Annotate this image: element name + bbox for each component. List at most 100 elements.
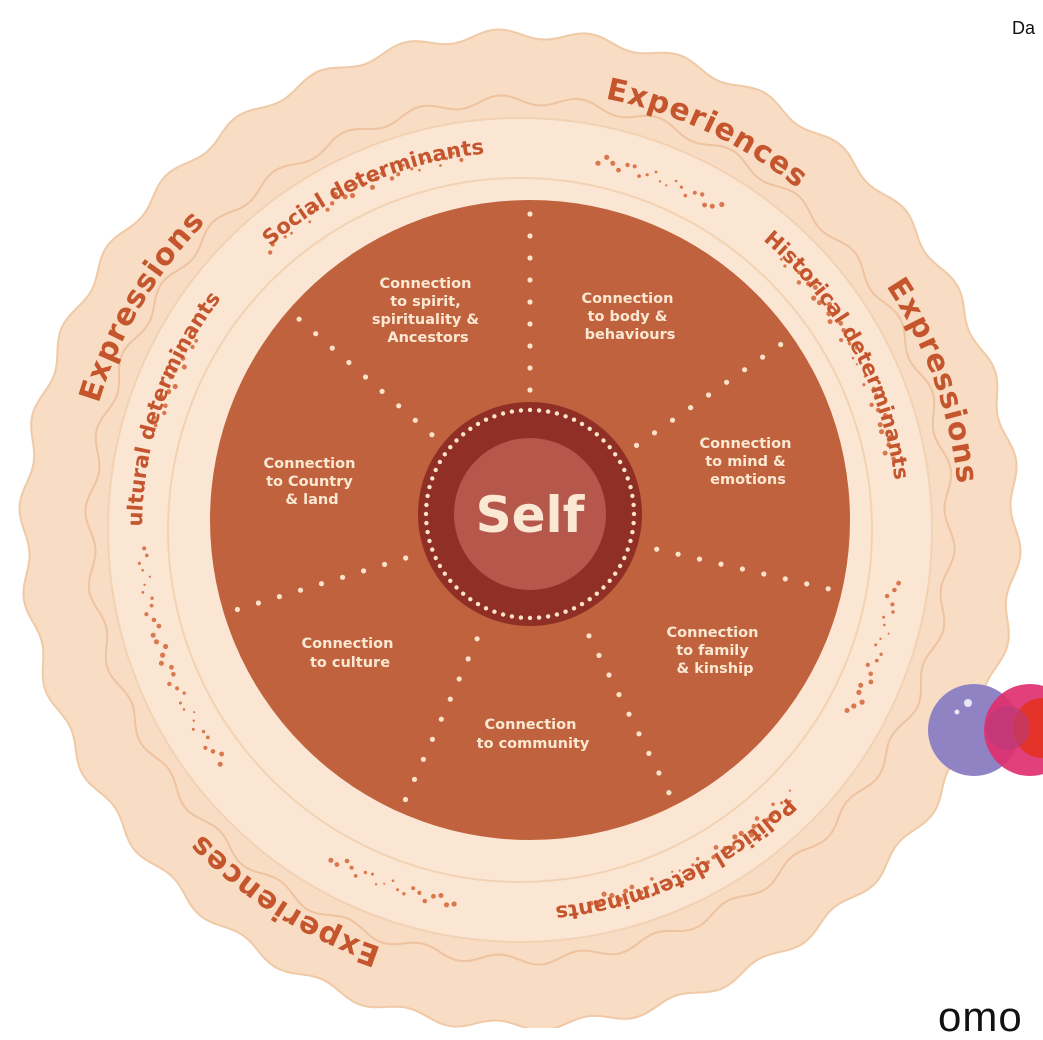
- spoke-dot: [412, 417, 418, 423]
- band-dot: [349, 865, 354, 870]
- band-dot: [751, 823, 757, 829]
- band-dot: [702, 202, 707, 208]
- core-dot: [625, 547, 630, 552]
- band-dot: [722, 845, 728, 851]
- spoke-dot: [396, 403, 402, 409]
- spoke-dot: [527, 277, 533, 283]
- band-dot: [410, 167, 414, 171]
- band-dot: [163, 403, 168, 409]
- band-dot: [171, 367, 178, 373]
- band-dot: [141, 591, 145, 594]
- spoke-dot: [654, 546, 660, 552]
- band-dot: [671, 870, 674, 873]
- core-dot: [601, 585, 606, 590]
- core-dot: [594, 432, 599, 437]
- band-dot: [847, 341, 852, 346]
- band-dot: [692, 190, 697, 195]
- band-dot: [180, 347, 185, 352]
- band-dot: [210, 749, 216, 754]
- spoke-dot: [403, 555, 409, 561]
- core-dot: [425, 493, 430, 499]
- band-dot: [402, 892, 406, 896]
- spoke-dot: [456, 676, 462, 682]
- band-dot: [310, 210, 314, 214]
- core-dot: [607, 445, 612, 450]
- band-dot: [765, 817, 770, 822]
- band-dot: [683, 193, 688, 198]
- band-dot: [438, 893, 444, 898]
- band-dot: [882, 615, 886, 619]
- band-dot: [854, 346, 859, 350]
- band-dot: [201, 729, 206, 734]
- band-dot: [679, 185, 684, 189]
- band-dot: [869, 402, 874, 407]
- spoke-dot: [527, 365, 533, 371]
- core-dot: [631, 502, 636, 508]
- spoke-dot: [616, 692, 622, 698]
- spoke-dot: [666, 790, 672, 796]
- core-dot: [613, 452, 618, 457]
- band-dot: [886, 442, 892, 448]
- self-label: Self: [476, 486, 586, 544]
- spoke-dot: [669, 417, 676, 423]
- core-dot: [630, 529, 635, 535]
- core-dot: [587, 597, 592, 602]
- band-dot: [859, 699, 865, 705]
- band-dot: [182, 708, 186, 711]
- core-dot: [430, 476, 435, 481]
- spoke-dot: [724, 379, 730, 385]
- band-dot: [180, 355, 186, 361]
- core-dot: [554, 411, 560, 416]
- core-dot: [433, 555, 438, 561]
- band-dot: [344, 858, 350, 864]
- spoke-dot: [527, 233, 533, 239]
- core-dot: [468, 597, 473, 602]
- segment-spirit: Connection to spirit, spirituality & Anc…: [372, 276, 484, 346]
- band-dot: [175, 686, 180, 691]
- spoke-dot: [318, 581, 325, 587]
- spoke-dot: [586, 633, 592, 639]
- core-dot: [500, 612, 506, 617]
- band-dot: [877, 422, 883, 428]
- band-dot: [806, 281, 811, 287]
- band-dot: [892, 587, 897, 593]
- band-dot: [674, 179, 678, 183]
- spoke-dot: [382, 561, 388, 568]
- core-dot: [433, 467, 438, 473]
- band-dot: [844, 708, 850, 713]
- band-dot: [788, 799, 792, 803]
- core-dot: [430, 547, 435, 552]
- band-dot: [143, 583, 146, 586]
- band-dot: [172, 383, 178, 390]
- spoke-dot: [329, 345, 335, 351]
- spoke-dot: [340, 574, 346, 580]
- band-dot: [812, 284, 818, 290]
- core-dot: [425, 529, 430, 535]
- band-dot: [811, 295, 817, 301]
- core-dot: [483, 606, 489, 611]
- band-dot: [629, 884, 635, 890]
- band-dot: [882, 413, 888, 418]
- core-dot: [518, 615, 524, 620]
- band-dot: [352, 182, 359, 188]
- spoke-dot: [379, 388, 385, 394]
- core-dot: [475, 421, 481, 427]
- core-dot: [437, 563, 443, 569]
- core-dot: [545, 614, 551, 619]
- band-dot: [601, 891, 607, 897]
- band-dot: [730, 844, 736, 851]
- band-dot: [691, 863, 695, 867]
- band-dot: [391, 879, 395, 882]
- spoke-dot: [804, 581, 810, 587]
- band-dot: [826, 301, 833, 307]
- band-dot: [884, 593, 890, 599]
- band-dot: [826, 311, 832, 317]
- band-dot: [617, 897, 624, 903]
- core-dot: [563, 414, 568, 419]
- band-dot: [308, 220, 312, 224]
- core-dot: [427, 538, 432, 544]
- band-dot: [659, 880, 663, 884]
- band-dot: [422, 898, 428, 904]
- spoke-dot: [438, 716, 444, 722]
- band-dot: [315, 204, 320, 209]
